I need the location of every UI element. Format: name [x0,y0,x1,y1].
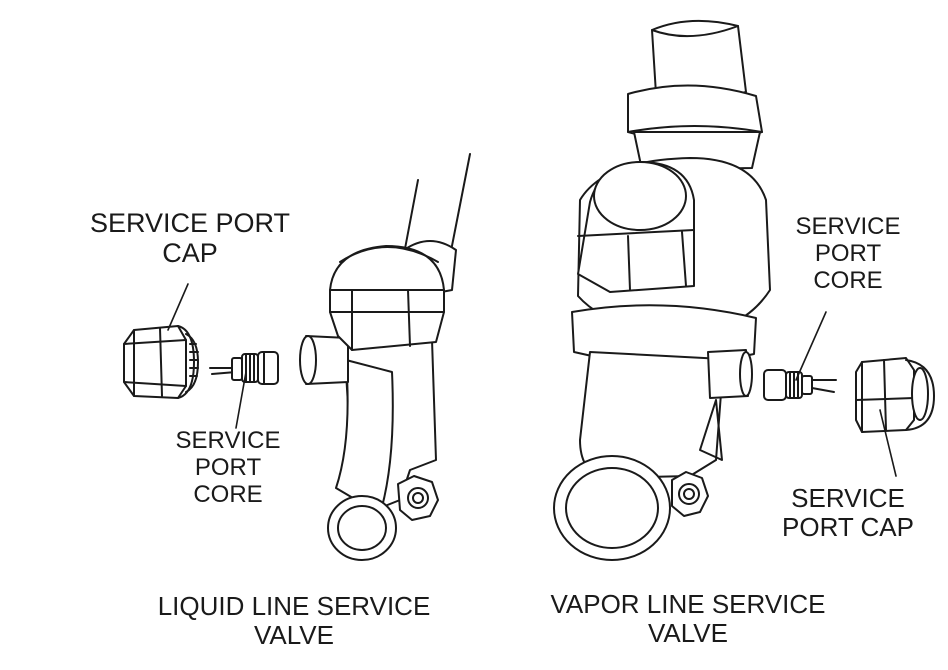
leader-left-cap [167,283,189,331]
right-cap-line-1: SERVICE [791,483,905,513]
left-service-port-core [209,351,279,385]
right-service-port-core [763,369,837,401]
left-core-line-1: SERVICE [175,427,281,454]
left-service-port-core-label: SERVICE PORT CORE [158,427,298,509]
liquid-line-valve-title: LIQUID LINE SERVICE VALVE [124,591,464,651]
leader-lines [167,283,897,477]
right-service-port-core-label: SERVICE PORT CORE [776,213,920,295]
leader-left-core [235,371,247,429]
vapor-line-valve [553,19,771,561]
leader-right-core [795,311,827,381]
vapor-title-line-2: VALVE [648,618,728,649]
left-cap-line-2: CAP [162,238,218,269]
right-core-line-1: SERVICE [795,213,901,240]
left-service-port-cap [123,325,199,399]
right-service-port-cap-label: SERVICE PORT CAP [760,483,936,543]
vapor-line-valve-title: VAPOR LINE SERVICE VALVE [518,589,858,649]
right-core-line-2: PORT [814,239,882,267]
right-core-line-3: CORE [813,266,883,294]
leader-right-cap [879,409,897,477]
left-service-port-cap-label: SERVICE PORT CAP [70,208,310,268]
right-service-port-cap [855,357,935,433]
liquid-title-line-1: LIQUID LINE SERVICE [157,591,431,621]
right-cap-line-2: PORT CAP [782,512,914,543]
left-cap-line-1: SERVICE PORT [89,208,291,238]
liquid-title-line-2: VALVE [254,620,334,651]
liquid-line-valve [299,153,471,561]
vapor-title-line-1: VAPOR LINE SERVICE [550,589,826,619]
left-core-line-3: CORE [193,480,263,508]
left-core-line-2: PORT [194,453,262,481]
